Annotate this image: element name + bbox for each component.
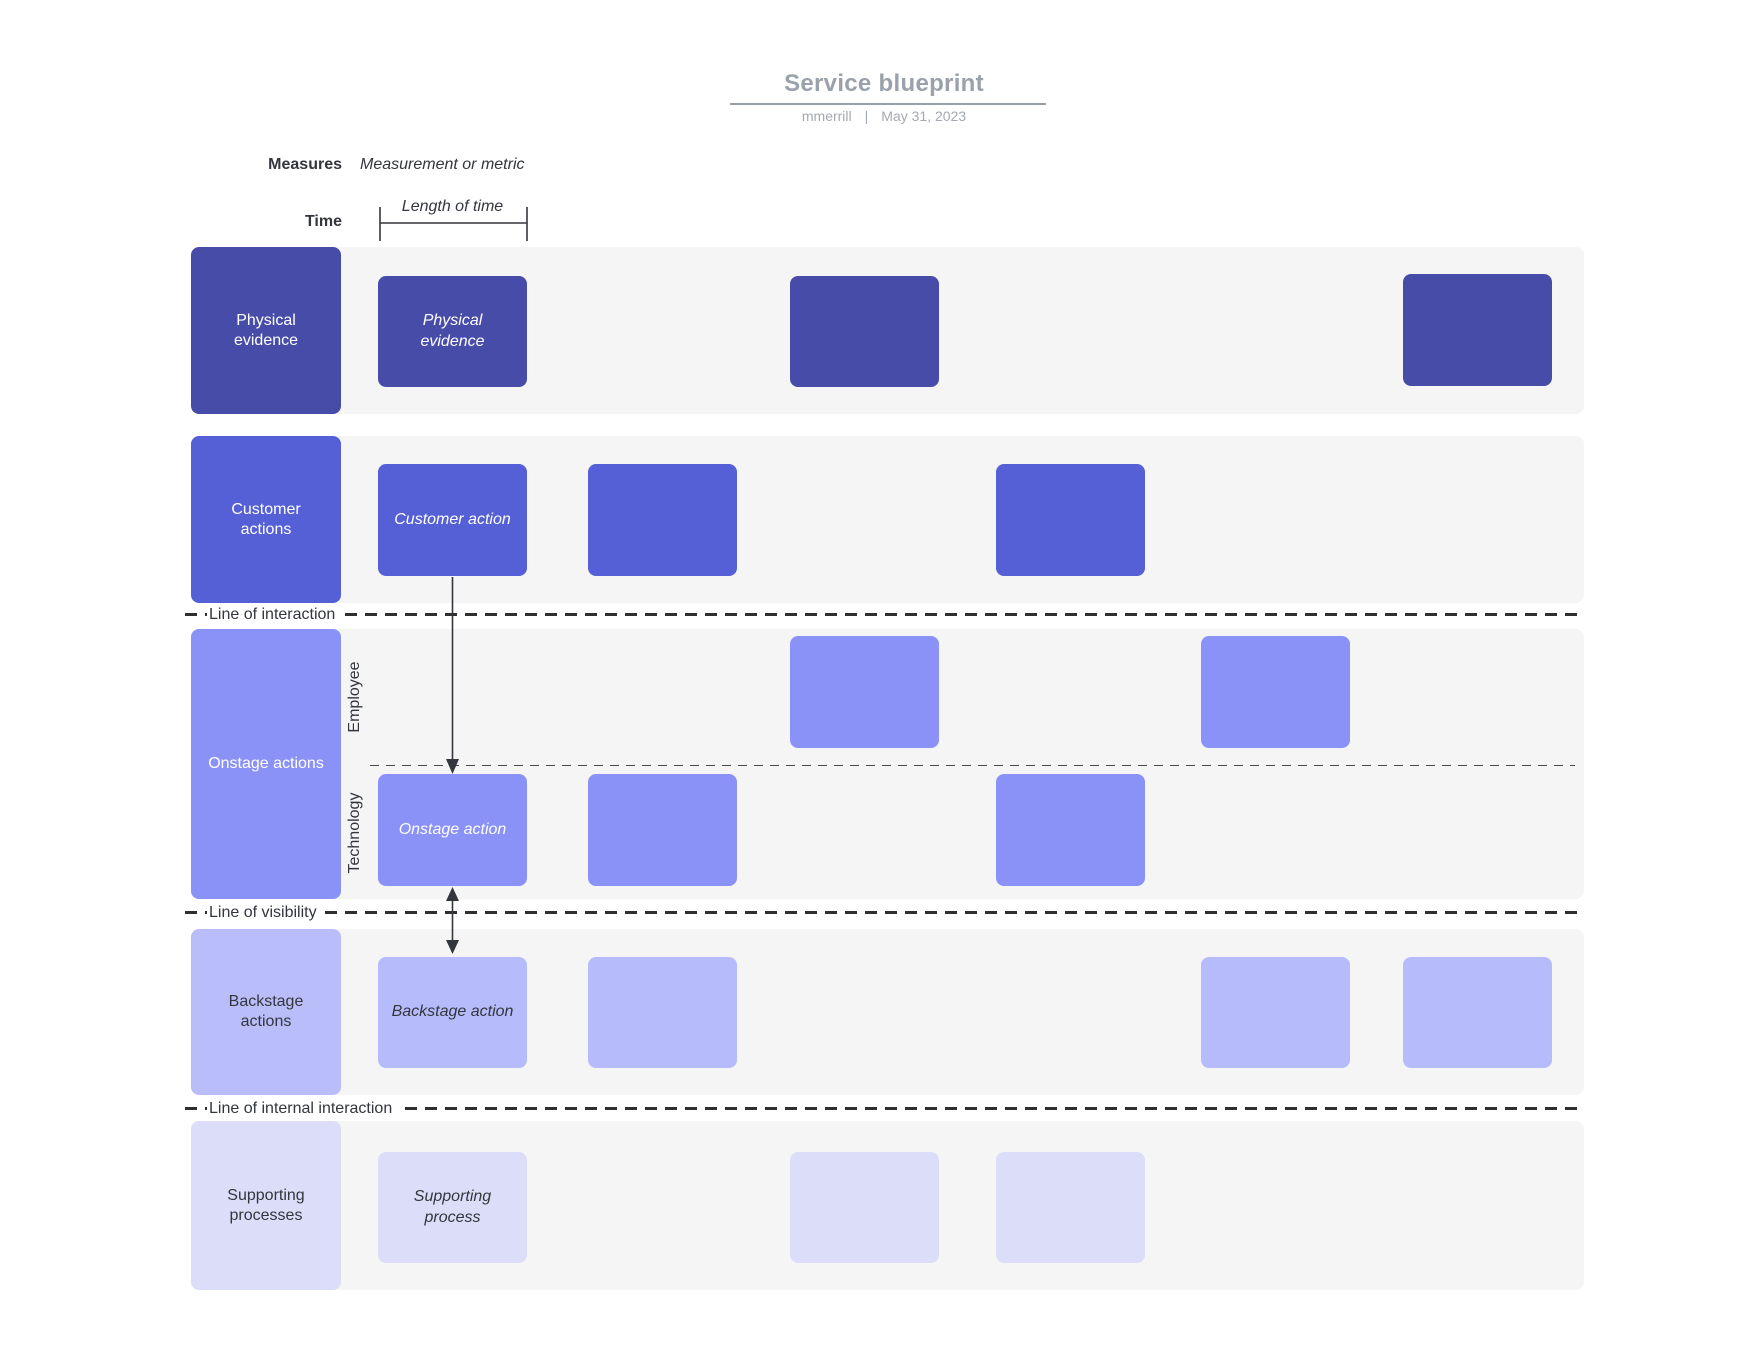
row-label-physical-evidence[interactable]: Physical evidence	[191, 247, 341, 414]
line-of-internal-interaction	[185, 1107, 1578, 1110]
onstage-technology-box-2[interactable]	[588, 774, 737, 886]
measures-label: Measures	[268, 156, 342, 173]
row-label-customer-actions[interactable]: Customer actions	[191, 436, 341, 603]
onstage-employee-box-2[interactable]	[1201, 636, 1350, 748]
line-of-visibility	[185, 911, 1578, 914]
line-of-visibility-label: Line of visibility	[207, 903, 323, 923]
author-name: mmerrill	[801, 108, 852, 124]
physical-evidence-box-2[interactable]	[790, 276, 939, 387]
line-of-interaction	[185, 613, 1578, 616]
row-label-backstage-actions[interactable]: Backstage actions	[191, 929, 341, 1095]
measures-value[interactable]: Measurement or metric	[360, 156, 525, 173]
line-of-internal-interaction-label: Line of internal interaction	[207, 1099, 399, 1119]
byline-separator: |	[864, 108, 869, 124]
line-of-interaction-label: Line of interaction	[207, 605, 342, 625]
onstage-action-box-1[interactable]: Onstage action	[378, 774, 527, 886]
customer-action-box-2[interactable]	[588, 464, 737, 576]
row-label-supporting-processes[interactable]: Supporting processes	[191, 1121, 341, 1290]
physical-evidence-box-3[interactable]	[1403, 274, 1552, 386]
onstage-employee-box-1[interactable]	[790, 636, 939, 748]
document-byline: mmerrill | May 31, 2023	[648, 108, 1120, 124]
lane-label-employee: Employee	[346, 661, 363, 733]
supporting-process-box-3[interactable]	[996, 1152, 1145, 1263]
backstage-action-box-4[interactable]	[1403, 957, 1552, 1068]
backstage-action-box-1[interactable]: Backstage action	[378, 957, 527, 1068]
onstage-technology-box-3[interactable]	[996, 774, 1145, 886]
employee-technology-divider	[370, 765, 1575, 766]
backstage-action-box-3[interactable]	[1201, 957, 1350, 1068]
page-title: Service blueprint	[784, 70, 984, 97]
supporting-process-box-1[interactable]: Supporting process	[378, 1152, 527, 1263]
time-value[interactable]: Length of time	[401, 198, 504, 215]
customer-action-box-1[interactable]: Customer action	[378, 464, 527, 576]
row-label-onstage-actions[interactable]: Onstage actions	[191, 629, 341, 899]
lane-label-technology: Technology	[346, 792, 363, 874]
supporting-process-box-2[interactable]	[790, 1152, 939, 1263]
document-date: May 31, 2023	[881, 108, 967, 124]
physical-evidence-box-1[interactable]: Physical evidence	[378, 276, 527, 387]
customer-action-box-3[interactable]	[996, 464, 1145, 576]
backstage-action-box-2[interactable]	[588, 957, 737, 1068]
title-underline	[730, 103, 1046, 105]
time-label: Time	[304, 213, 342, 230]
